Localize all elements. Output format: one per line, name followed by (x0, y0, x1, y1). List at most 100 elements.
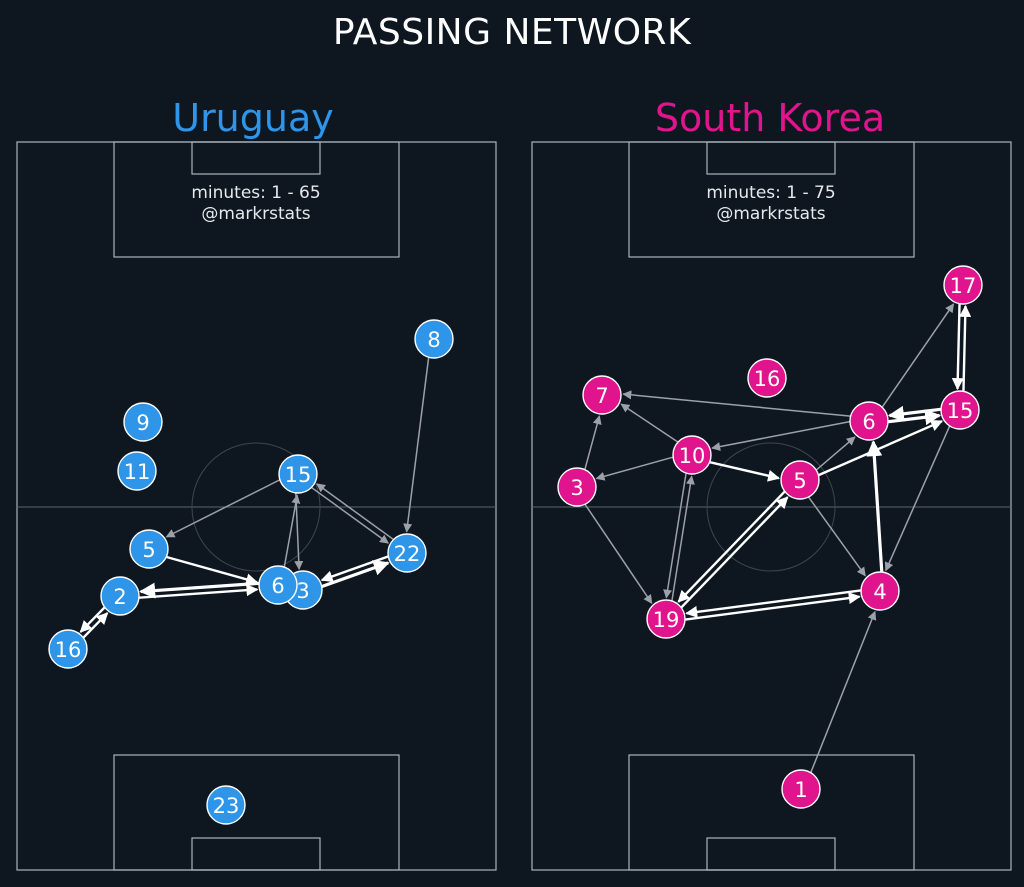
pass-5-to-6 (815, 436, 856, 471)
pass-3-to-19 (584, 504, 653, 605)
player-circle (129, 529, 169, 569)
credit-label: @markrstats (201, 204, 310, 224)
pass-15-to-4 (884, 425, 951, 572)
pass-16-to-2 (82, 612, 109, 639)
player-node-9: 9 (123, 402, 163, 442)
center-circle (191, 442, 321, 572)
pass-15-to-3 (294, 493, 304, 571)
pass-2-to-6 (139, 584, 259, 599)
player-circle (781, 769, 821, 809)
pass-6-to-7 (622, 390, 851, 417)
pass-6-to-2 (139, 581, 259, 599)
player-node-2: 2 (100, 576, 140, 616)
player-number: 15 (947, 399, 974, 423)
player-number: 8 (427, 328, 440, 352)
player-node-11: 11 (117, 451, 157, 491)
player-number: 5 (142, 538, 155, 562)
player-node-5: 5 (780, 460, 820, 500)
player-node-23: 23 (206, 785, 246, 825)
player-circle (258, 565, 298, 605)
pass-19-to-5 (680, 496, 789, 609)
credit-label: @markrstats (716, 204, 825, 224)
pass-4-to-19 (685, 589, 861, 618)
player-node-19: 19 (646, 599, 686, 639)
pass-5-to-4 (808, 496, 866, 577)
player-node-16: 16 (747, 358, 787, 398)
pass-22-to-3 (320, 555, 389, 583)
pass-17-to-15 (951, 303, 964, 391)
team-title-uruguay: Uruguay (172, 96, 334, 140)
player-number: 2 (113, 585, 126, 609)
player-number: 11 (124, 460, 151, 484)
player-number: 17 (950, 274, 977, 298)
pass-5-to-19 (677, 490, 786, 603)
pass-6-to-15 (283, 494, 301, 567)
player-circle (582, 375, 622, 415)
pass-15-to-6 (887, 405, 941, 422)
player-node-15: 15 (278, 454, 318, 494)
player-circle (123, 402, 163, 442)
pass-5-to-6 (166, 555, 259, 586)
player-number: 16 (55, 638, 82, 662)
player-node-10: 10 (672, 435, 712, 475)
player-circle (206, 785, 246, 825)
penalty-box-bottom (628, 754, 915, 871)
player-node-1: 1 (781, 769, 821, 809)
player-node-22: 22 (387, 533, 427, 573)
player-circle (849, 401, 889, 441)
player-circle (940, 390, 980, 430)
player-circle (100, 576, 140, 616)
pass-15-to-17 (959, 304, 972, 392)
player-nodes-south-korea: 17 16 7 6 15 10 3 5 4 19 1 (557, 265, 983, 809)
pitch-outline (16, 141, 497, 871)
pass-2-to-16 (79, 606, 106, 633)
goal-box-top (706, 141, 836, 175)
player-node-17: 17 (943, 265, 983, 305)
player-circle (780, 460, 820, 500)
player-circle (117, 451, 157, 491)
pass-6-to-17 (881, 303, 955, 408)
pass-3-to-7 (584, 415, 602, 470)
player-number: 23 (213, 794, 240, 818)
player-number: 10 (679, 444, 706, 468)
goal-box-bottom (191, 837, 321, 871)
goal-box-top (191, 141, 321, 175)
player-circle (747, 358, 787, 398)
player-circle (860, 571, 900, 611)
player-circle (414, 319, 454, 359)
player-number: 7 (595, 384, 608, 408)
pass-22-to-15 (316, 483, 394, 541)
player-number: 22 (394, 542, 421, 566)
player-number: 19 (653, 608, 680, 632)
pass-10-to-3 (595, 456, 674, 481)
center-circle (706, 442, 836, 572)
player-number: 4 (873, 580, 886, 604)
pass-6-to-10 (711, 420, 850, 451)
player-number: 6 (862, 410, 875, 434)
player-node-6: 6 (258, 565, 298, 605)
player-number: 5 (793, 469, 806, 493)
team-title-south-korea: South Korea (654, 96, 886, 140)
player-number: 16 (754, 367, 781, 391)
player-number: 1 (794, 778, 807, 802)
pass-10-to-5 (709, 461, 781, 482)
player-node-3: 3 (557, 467, 597, 507)
player-node-6: 6 (849, 401, 889, 441)
player-number: 3 (570, 476, 583, 500)
pass-edges-south-korea (584, 303, 972, 773)
pass-6-to-15 (888, 409, 942, 426)
player-circle (646, 599, 686, 639)
pass-8-to-22 (403, 357, 430, 533)
chart-title: PASSING NETWORK (332, 12, 692, 53)
goal-box-bottom (706, 837, 836, 871)
player-node-4: 4 (860, 571, 900, 611)
minutes-label: minutes: 1 - 75 (706, 183, 835, 203)
pass-3-to-22 (321, 560, 390, 588)
player-circle (48, 629, 88, 669)
pass-10-to-7 (620, 403, 679, 443)
pass-15-to-22 (311, 486, 389, 544)
player-circle (943, 265, 983, 305)
